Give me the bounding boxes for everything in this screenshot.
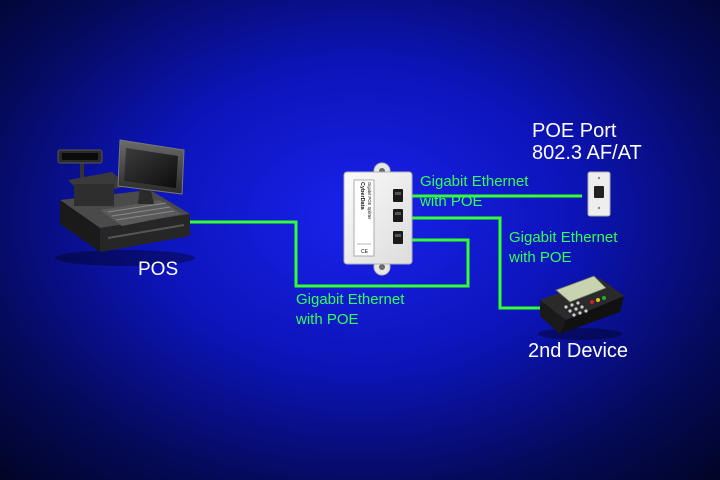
poe-port-label-line2: 802.3 AF/AT [532,142,642,164]
cable-label-bottom: Gigabit Ethernet with POE [296,290,404,330]
poe-port-label-line1: POE Port [532,120,617,142]
rj45-port-3 [393,231,403,244]
cable-label-bottom-line1: Gigabit Ethernet [296,291,405,308]
pos-label: POS [138,259,179,280]
rj45-port-2 [393,209,403,222]
cable-label-bottom-line2: with POE [296,311,359,328]
pos-terminal [55,139,195,266]
payment-terminal [538,275,624,340]
rj45-port-1 [393,189,403,202]
cable-label-top-line2: with POE [420,193,483,210]
poe-wall-port [587,171,611,217]
cables [185,194,582,310]
cable-label-right-line1: Gigabit Ethernet [509,229,618,246]
splitter-ce-mark: CE [361,249,369,255]
splitter-brand-text: CyberData [359,182,365,210]
cable-splitter-to-2nd-device [410,216,540,310]
cable-label-right-line2: with POE [509,249,572,266]
second-device-label: 2nd Device [528,340,629,362]
splitter-model-text: Gigabit POE Splitter [367,182,372,220]
cable-pos-to-splitter [185,220,470,288]
cable-label-top-line1: Gigabit Ethernet [420,173,529,190]
cable-label-right: Gigabit Ethernet with POE [509,228,617,268]
poe-splitter: CyberData Gigabit POE Splitter CE [343,162,413,276]
cable-label-top: Gigabit Ethernet with POE [420,172,528,212]
poe-port-label: POE Port 802.3 AF/AT [532,120,642,164]
splitter-ports [393,189,403,244]
